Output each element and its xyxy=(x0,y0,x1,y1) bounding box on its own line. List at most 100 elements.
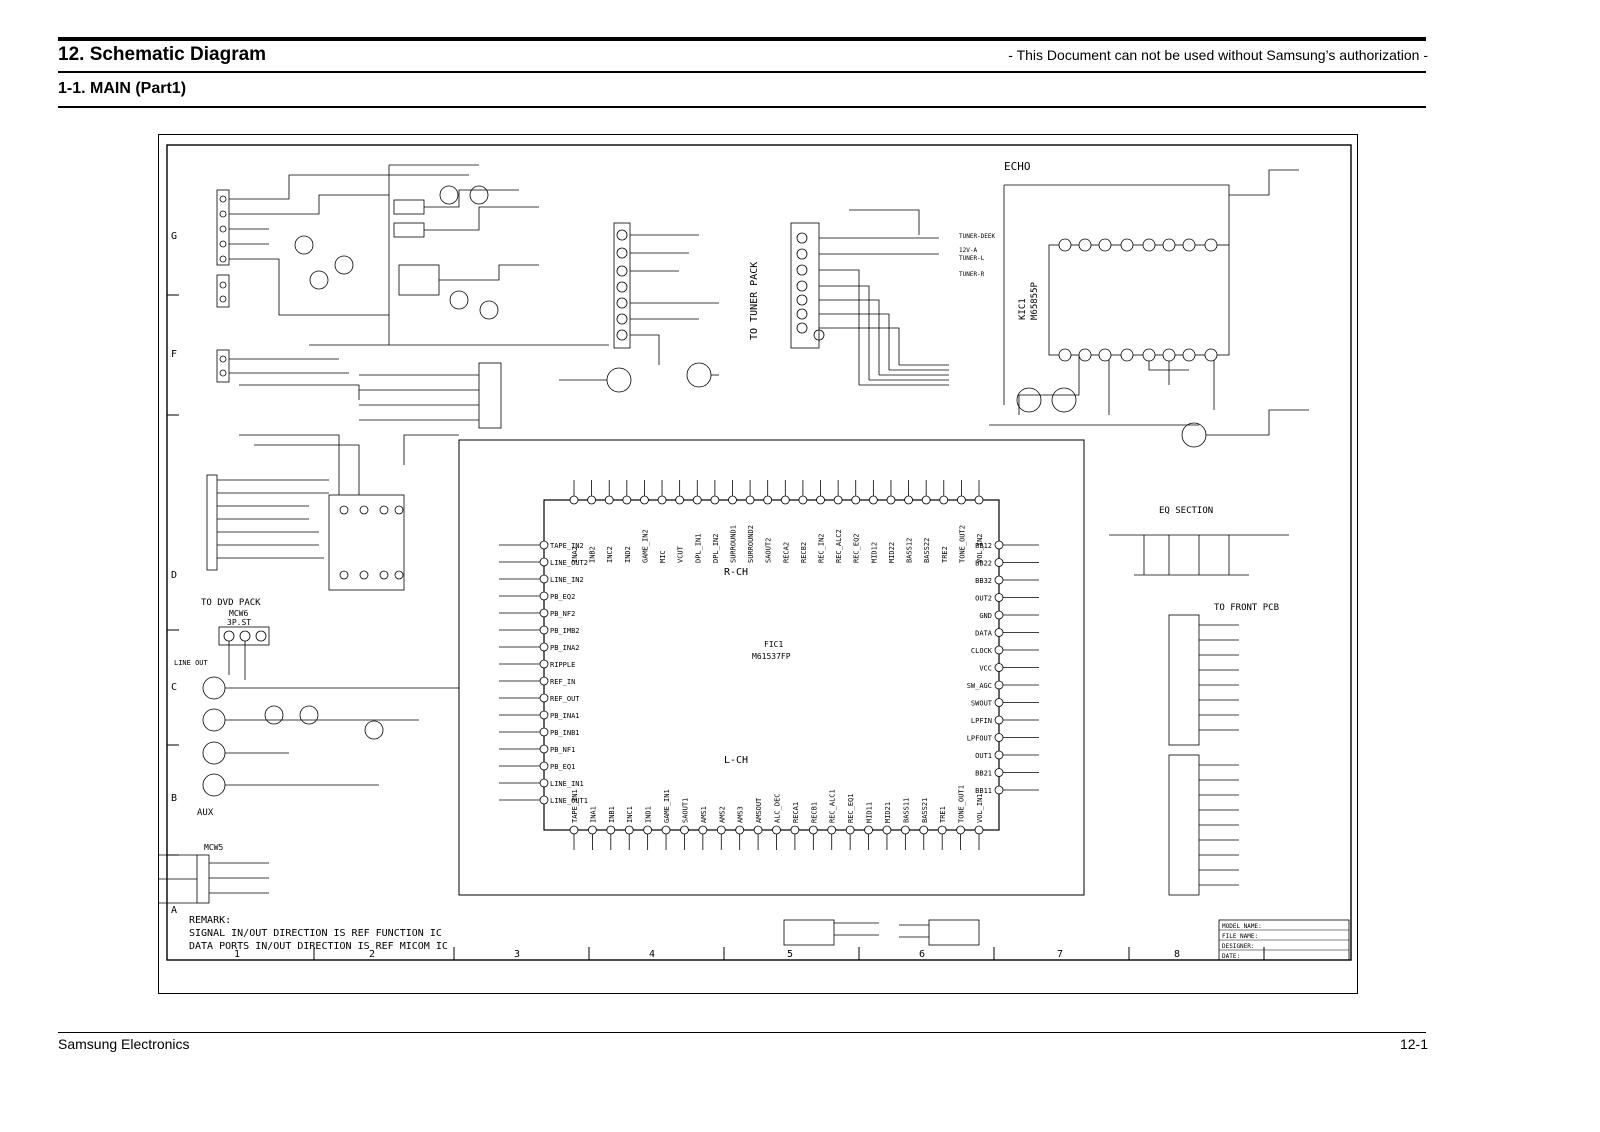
title-block-designer: DESIGNER: xyxy=(1222,943,1255,950)
right-pin-label: OUT2 xyxy=(975,595,992,603)
bottom-pin-label: TRE1 xyxy=(939,806,947,823)
bottom-pin-label: AMS3 xyxy=(737,806,745,823)
top-pin-label: MID12 xyxy=(870,542,878,563)
right-pin-label: GND xyxy=(979,612,992,620)
bottom-pin-label: SAOUT1 xyxy=(681,798,689,823)
left-pin-label: REF_OUT xyxy=(550,695,580,703)
title-block: MODEL NAME: FILE NAME: DESIGNER: DATE: xyxy=(1218,919,1350,961)
top-pin-label: DPL_IN1 xyxy=(694,533,702,563)
left-pin-label: PB_INB1 xyxy=(550,729,580,737)
top-pin-label: GAME_IN2 xyxy=(641,529,649,563)
col-label: 7 xyxy=(1057,949,1063,960)
front-pcb-connectors xyxy=(1168,614,1239,896)
top-pin-label: VCUT xyxy=(677,545,685,563)
section-title: 1-1. MAIN (Part1) xyxy=(58,80,187,97)
left-pin-label: PB_INA1 xyxy=(550,712,580,720)
top-pin-label: SURROUND1 xyxy=(729,525,737,563)
top-pin-label: SURROUND2 xyxy=(747,525,755,563)
mcw6-label: MCW6 xyxy=(229,609,248,618)
left-pin-label: PB_NF2 xyxy=(550,610,575,618)
left-pin-label: LINE_OUT2 xyxy=(550,559,588,567)
bottom-pin-label: REC_EQ1 xyxy=(847,793,855,823)
row-label: C xyxy=(171,682,177,693)
bottom-pin-label: REC_ALC1 xyxy=(829,789,837,823)
bottom-pin-label: TONE_OUT1 xyxy=(958,785,966,823)
right-pin-label: OUT1 xyxy=(975,752,992,760)
l-ch-label: L-CH xyxy=(724,755,748,766)
bottom-pin-label: RECB1 xyxy=(810,802,818,823)
bottom-pin-label: AMS2 xyxy=(718,806,726,823)
to-front-pcb-label: TO FRONT PCB xyxy=(1214,603,1279,613)
left-pin-label: PB_IMB2 xyxy=(550,627,580,635)
main-ic-part: M61537FP xyxy=(752,652,791,661)
eq-section xyxy=(1109,534,1289,576)
col-label: 3 xyxy=(514,949,520,960)
right-pin-label: LPFIN xyxy=(971,717,992,725)
mcw5-label: MCW5 xyxy=(204,843,223,852)
top-pin-label: VOL_IN2 xyxy=(976,533,984,563)
left-pin-label: PB_INA2 xyxy=(550,644,580,652)
remark-title: REMARK: xyxy=(189,915,231,926)
left-pin-label: TAPE_IN2 xyxy=(550,542,584,550)
left-pin-label: PB_EQ2 xyxy=(550,593,575,601)
col-label: 8 xyxy=(1174,949,1180,960)
row-label: B xyxy=(171,793,177,804)
bottom-connectors xyxy=(783,919,980,946)
r-ch-label: R-CH xyxy=(724,567,748,578)
tuner-connector-region xyxy=(559,209,949,393)
schematic-panel: 1 2 3 4 5 6 7 8 G F D C B A xyxy=(158,134,1358,994)
bottom-pin-label: AMSOUT xyxy=(755,797,763,823)
left-pin-label: RIPPLE xyxy=(550,661,575,669)
right-pin-label: BB12 xyxy=(975,542,992,550)
echo-section xyxy=(989,169,1309,448)
bottom-pin-label: INB1 xyxy=(608,806,616,823)
top-pin-label: INC2 xyxy=(606,546,614,563)
bottom-pin-label: VOL_IN1 xyxy=(976,793,984,823)
left-pin-label: PB_EQ1 xyxy=(550,763,575,771)
mcw6-pins: 3P.ST xyxy=(227,618,251,627)
front-ic-wiring xyxy=(206,362,502,591)
echo-ic-part: M65855P xyxy=(1030,281,1040,320)
left-pin-label: REF_IN xyxy=(550,678,575,686)
right-pin-label: CLOCK xyxy=(971,647,993,655)
main-ic-right-pins: BB12BB22BB32OUT2GNDDATACLOCKVCCSW_AGCSWO… xyxy=(967,540,1039,795)
section-rule xyxy=(58,106,1426,108)
bottom-pin-label: ALC_DEC xyxy=(774,793,782,823)
right-pin-label: LPFOUT xyxy=(967,735,993,743)
left-pin-label: LINE_IN1 xyxy=(550,780,584,788)
dvd-aux-wiring xyxy=(159,626,459,904)
right-pin-label: BB32 xyxy=(975,577,992,585)
bottom-pin-label: GAME_IN1 xyxy=(663,789,671,823)
row-label: F xyxy=(171,349,177,360)
top-pin-label: REC_ALC2 xyxy=(835,529,843,563)
remark-line: SIGNAL IN/OUT DIRECTION IS REF FUNCTION … xyxy=(189,928,442,939)
tuner-line-label: TUNER-L xyxy=(959,255,985,262)
right-pin-label: DATA xyxy=(975,630,993,638)
bottom-pin-label: MID11 xyxy=(866,802,874,823)
header-top-rule xyxy=(58,37,1426,41)
main-ic-label: FIC1 xyxy=(764,640,783,649)
title-block-model: MODEL NAME: xyxy=(1222,923,1262,930)
remark-line: DATA PORTS IN/OUT DIRECTION IS REF MICOM… xyxy=(189,941,448,952)
row-label: D xyxy=(171,570,177,581)
top-pin-label: RECB2 xyxy=(800,542,808,563)
document-title: 12. Schematic Diagram xyxy=(58,44,267,65)
echo-ic-label: KIC1 xyxy=(1018,298,1028,320)
footer-rule xyxy=(58,1032,1426,1033)
top-pin-label: BASS12 xyxy=(906,538,914,563)
input-selector-wiring xyxy=(216,164,609,400)
right-pin-label: BB11 xyxy=(975,787,992,795)
title-block-date: DATE: xyxy=(1222,953,1240,960)
bottom-pin-label: RECA1 xyxy=(792,802,800,823)
bottom-pin-label: BASS11 xyxy=(902,798,910,823)
bottom-pin-label: INA1 xyxy=(589,806,597,823)
top-pin-label: MIC xyxy=(659,550,667,563)
line-out-label: LINE OUT xyxy=(174,659,209,667)
top-pin-label: RECA2 xyxy=(782,542,790,563)
bottom-pin-label: INC1 xyxy=(626,806,634,823)
tuner-line-label: 12V-A xyxy=(959,247,977,254)
top-pin-label: SAOUT2 xyxy=(765,538,773,563)
left-pin-label: LINE_OUT1 xyxy=(550,797,588,805)
top-pin-label: INB2 xyxy=(589,546,597,563)
